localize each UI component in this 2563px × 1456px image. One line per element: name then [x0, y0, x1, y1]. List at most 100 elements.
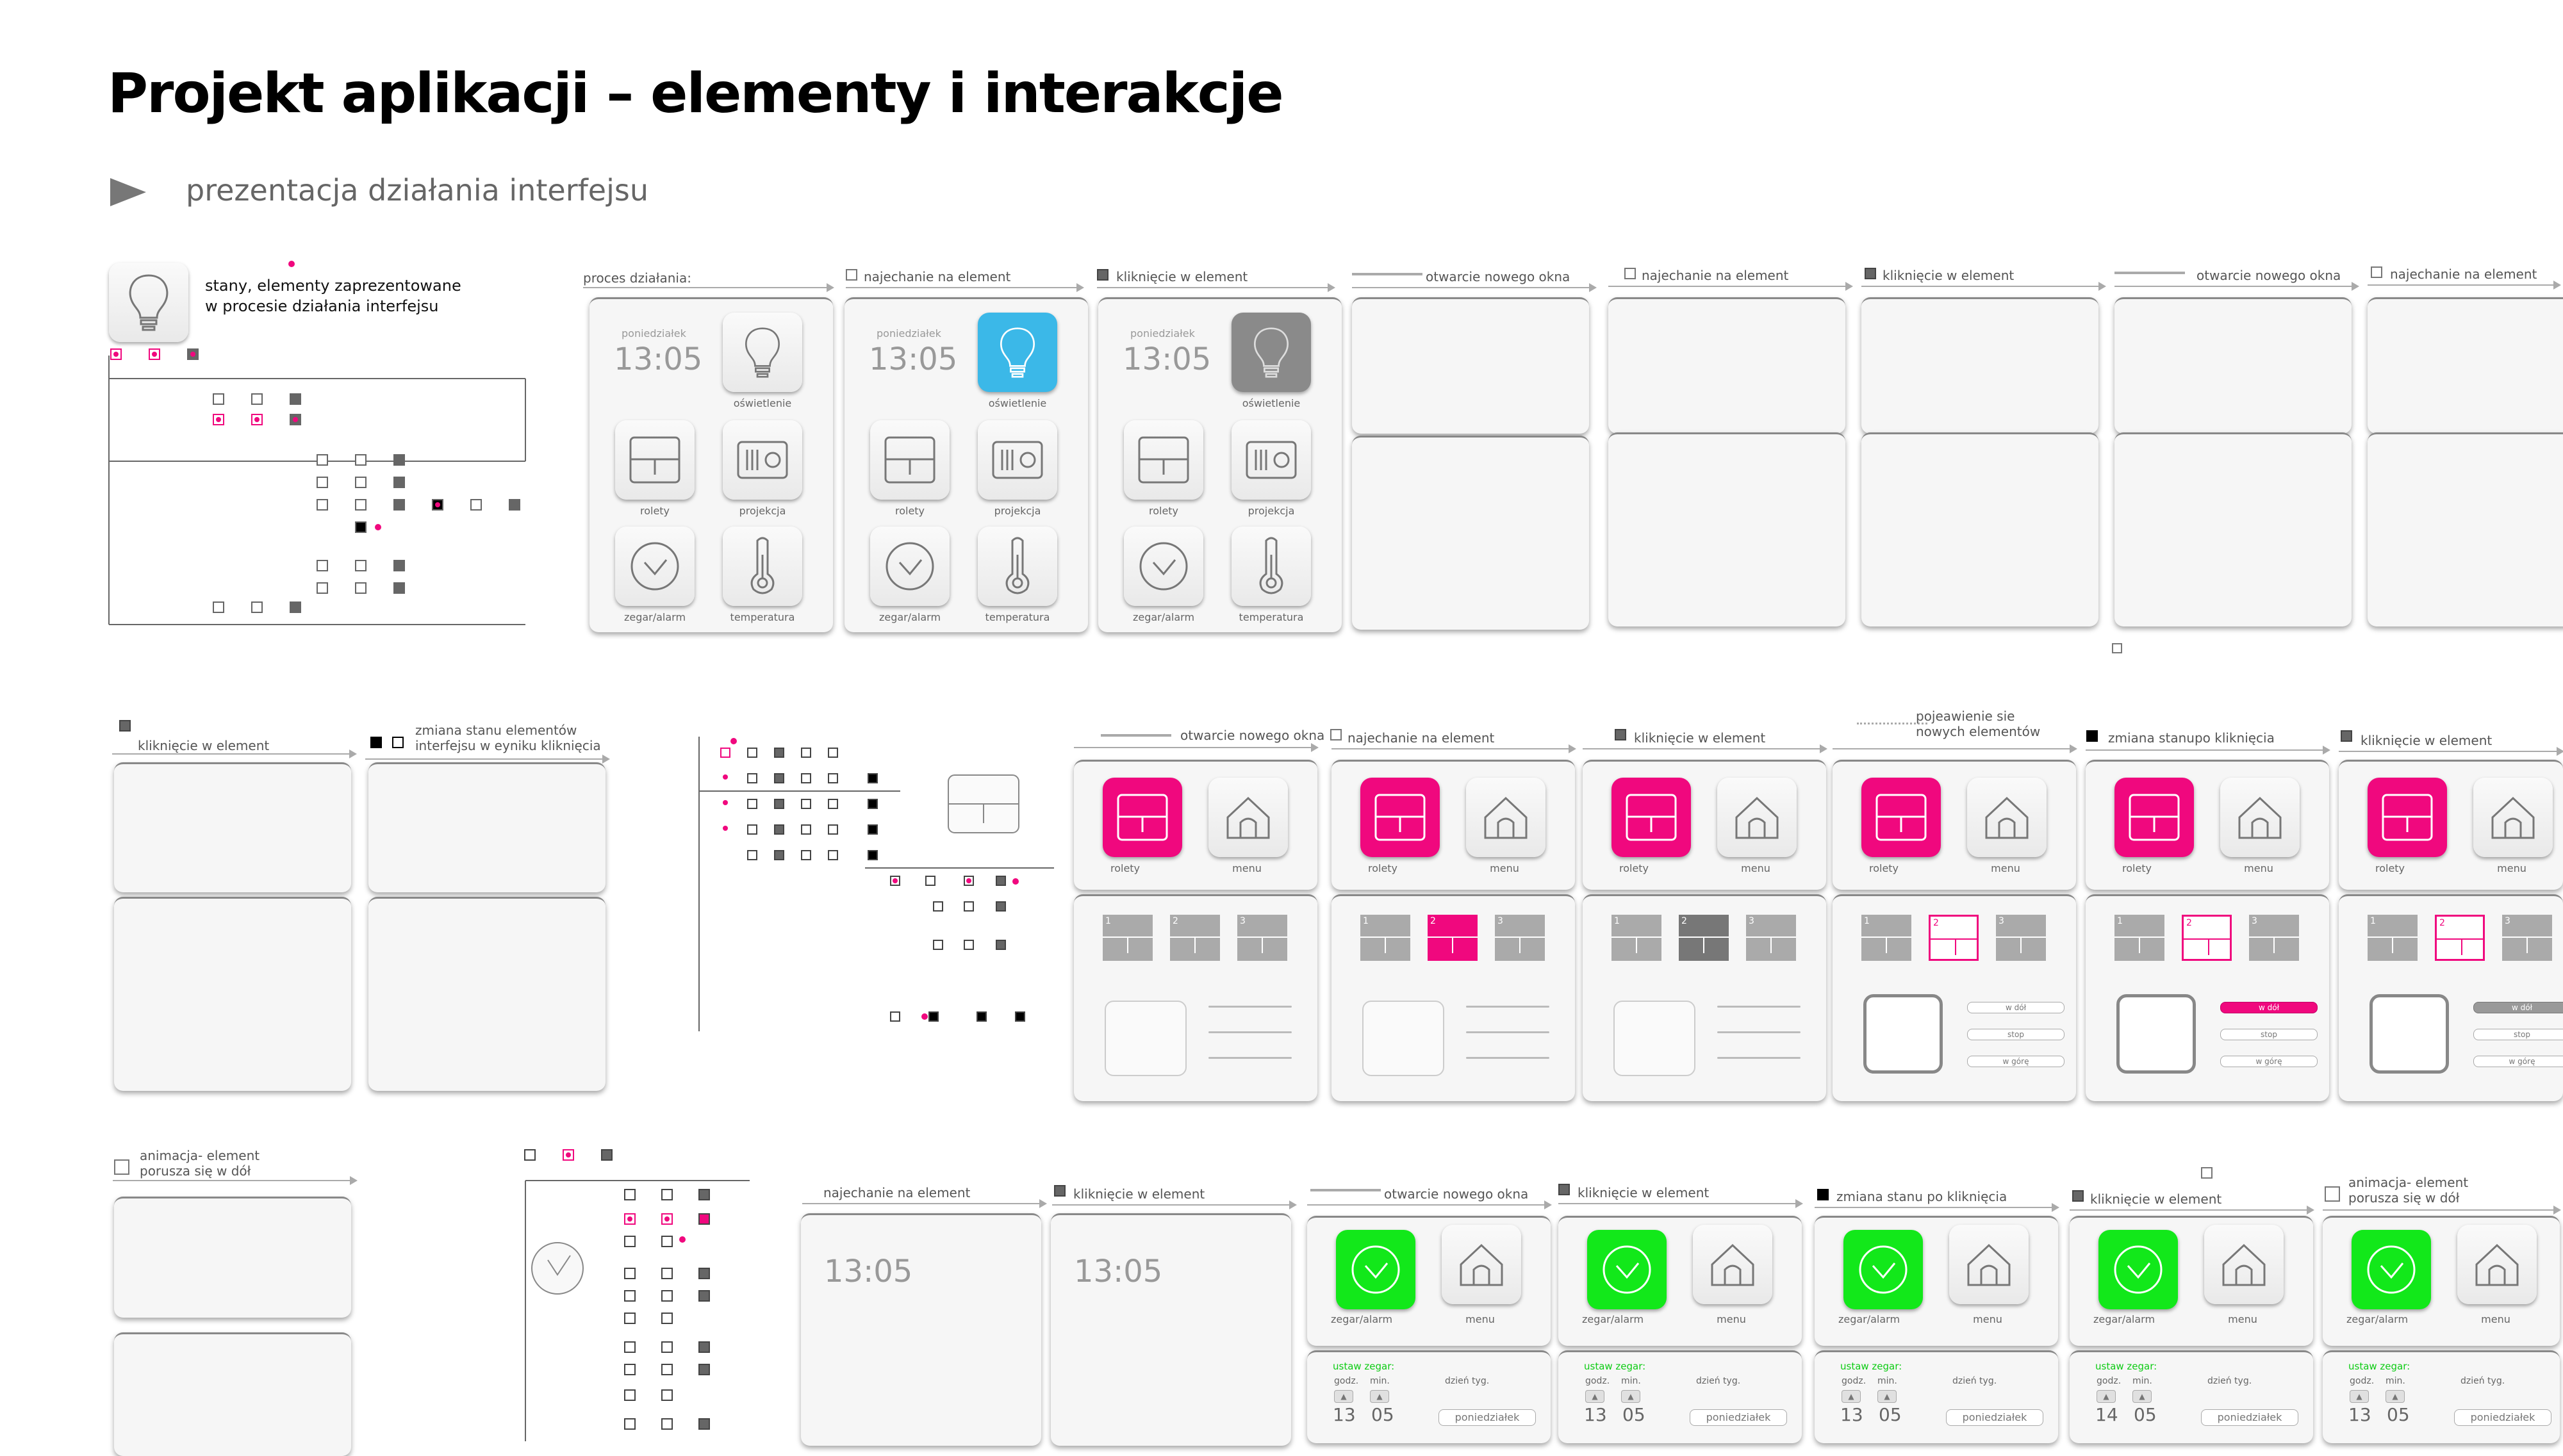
menu-button[interactable]	[1949, 1225, 2029, 1304]
menu-button[interactable]	[1208, 778, 1288, 857]
set-clock-label: ustaw zegar:	[1333, 1361, 1395, 1372]
weekday-value[interactable]: poniedziałek	[1946, 1409, 2043, 1426]
clock-alarm-button[interactable]	[2098, 1230, 2178, 1309]
blind-tile[interactable]: 3	[1746, 915, 1796, 961]
blinds-button[interactable]	[1611, 778, 1691, 857]
weekday-value[interactable]: poniedziałek	[1438, 1409, 1536, 1426]
clock-alarm-button[interactable]	[1336, 1230, 1415, 1309]
blinds-button[interactable]	[1103, 778, 1182, 857]
blinds-button[interactable]	[2114, 778, 2194, 857]
lighting-button[interactable]	[1232, 313, 1311, 392]
lighting-button[interactable]	[978, 313, 1057, 392]
blind-tile[interactable]: 2	[1428, 915, 1478, 961]
blind-tile[interactable]: 3	[1237, 915, 1287, 961]
hour-value[interactable]: 13	[1333, 1404, 1356, 1425]
weekday-value[interactable]: poniedziałek	[1690, 1409, 1787, 1426]
clock-alarm-button[interactable]	[870, 527, 950, 606]
blind-tile[interactable]: 2	[2182, 915, 2232, 961]
hour-value[interactable]: 13	[1584, 1404, 1607, 1425]
temperature-button[interactable]	[1232, 527, 1311, 606]
projection-button[interactable]	[978, 420, 1057, 500]
blind-tile[interactable]: 2	[2435, 915, 2485, 961]
blind-tile[interactable]: 1	[2368, 915, 2418, 961]
blinds-button[interactable]	[615, 420, 695, 500]
clock-alarm-button[interactable]	[615, 527, 695, 606]
temperature-button[interactable]	[723, 527, 802, 606]
clock-alarm-button[interactable]	[1843, 1230, 1923, 1309]
blinds-label: rolety	[1619, 862, 1649, 874]
row1-label-4: najechanie na element	[1642, 268, 1789, 283]
state-window-list-2	[368, 897, 606, 1091]
increment-arrow-icon[interactable]: ▲	[1877, 1390, 1897, 1403]
blinds-label: rolety	[1148, 505, 1179, 517]
minute-value[interactable]: 05	[1879, 1404, 1902, 1425]
blinds-button[interactable]	[1861, 778, 1941, 857]
projection-button[interactable]	[723, 420, 802, 500]
menu-button[interactable]	[2473, 778, 2553, 857]
clock-alarm-button[interactable]	[1124, 527, 1203, 606]
row2-label-2: otwarcie nowego okna	[1180, 728, 1325, 743]
blind-control-0[interactable]: w dół	[1967, 1002, 2064, 1013]
hour-value[interactable]: 14	[2095, 1404, 2118, 1425]
menu-button[interactable]	[2457, 1225, 2537, 1304]
blind-control-0[interactable]: w dół	[2220, 1002, 2318, 1013]
lightbulb-legend-button	[109, 263, 188, 342]
blind-tile[interactable]: 1	[1360, 915, 1410, 961]
clock-alarm-button[interactable]	[1587, 1230, 1667, 1309]
blind-tile[interactable]: 1	[1861, 915, 1911, 961]
blinds-preview	[2369, 994, 2449, 1074]
minute-value[interactable]: 05	[1622, 1404, 1645, 1425]
blinds-button[interactable]	[2368, 778, 2447, 857]
blind-tile[interactable]: 1	[1103, 915, 1153, 961]
row1-label-1: najechanie na element	[864, 269, 1011, 284]
blind-tile[interactable]: 2	[1679, 915, 1729, 961]
menu-button[interactable]	[1442, 1225, 1521, 1304]
increment-arrow-icon[interactable]: ▲	[2386, 1390, 2405, 1403]
blind-control-2[interactable]: w górę	[2473, 1056, 2563, 1067]
menu-button[interactable]	[1717, 778, 1797, 857]
increment-arrow-icon[interactable]: ▲	[1842, 1390, 1861, 1403]
blind-tile[interactable]: 3	[2249, 915, 2299, 961]
increment-arrow-icon[interactable]: ▲	[2132, 1390, 2152, 1403]
blinds-button[interactable]	[1360, 778, 1440, 857]
blind-control-2[interactable]: w górę	[1967, 1056, 2064, 1067]
blind-control-1[interactable]: stop	[2473, 1029, 2563, 1040]
weekday-value[interactable]: poniedziałek	[2201, 1409, 2298, 1426]
menu-button[interactable]	[2220, 778, 2300, 857]
blind-tile[interactable]: 3	[1996, 915, 2046, 961]
blind-tile[interactable]: 1	[2114, 915, 2164, 961]
increment-arrow-icon[interactable]: ▲	[1370, 1390, 1389, 1403]
blind-control-1[interactable]: stop	[2220, 1029, 2318, 1040]
increment-arrow-icon[interactable]: ▲	[2097, 1390, 2116, 1403]
blind-tile[interactable]: 2	[1170, 915, 1220, 961]
weekday-value[interactable]: poniedziałek	[2454, 1409, 2551, 1426]
minute-value[interactable]: 05	[2387, 1404, 2410, 1425]
menu-label: menu	[1973, 1313, 2002, 1325]
menu-button[interactable]	[2204, 1225, 2284, 1304]
lighting-window-top-1	[1352, 297, 1589, 434]
lighting-button[interactable]	[723, 313, 802, 392]
menu-button[interactable]	[1466, 778, 1545, 857]
blind-control-2[interactable]: w górę	[2220, 1056, 2318, 1067]
blinds-button[interactable]	[870, 420, 950, 500]
increment-arrow-icon[interactable]: ▲	[1334, 1390, 1353, 1403]
temperature-button[interactable]	[978, 527, 1057, 606]
increment-arrow-icon[interactable]: ▲	[2350, 1390, 2369, 1403]
blind-control-0[interactable]: w dół	[2473, 1002, 2563, 1013]
menu-button[interactable]	[1693, 1225, 1772, 1304]
clock-alarm-button[interactable]	[2352, 1230, 2431, 1309]
increment-arrow-icon[interactable]: ▲	[1621, 1390, 1640, 1403]
increment-arrow-icon[interactable]: ▲	[1585, 1390, 1604, 1403]
blinds-button[interactable]	[1124, 420, 1203, 500]
minute-value[interactable]: 05	[1371, 1404, 1394, 1425]
blind-tile[interactable]: 1	[1611, 915, 1661, 961]
blind-tile[interactable]: 2	[1929, 915, 1979, 961]
blind-tile[interactable]: 3	[1495, 915, 1545, 961]
hour-value[interactable]: 13	[1840, 1404, 1863, 1425]
blind-control-1[interactable]: stop	[1967, 1029, 2064, 1040]
hour-value[interactable]: 13	[2348, 1404, 2371, 1425]
minute-value[interactable]: 05	[2134, 1404, 2157, 1425]
blind-tile[interactable]: 3	[2502, 915, 2552, 961]
projection-button[interactable]	[1232, 420, 1311, 500]
menu-button[interactable]	[1967, 778, 2047, 857]
